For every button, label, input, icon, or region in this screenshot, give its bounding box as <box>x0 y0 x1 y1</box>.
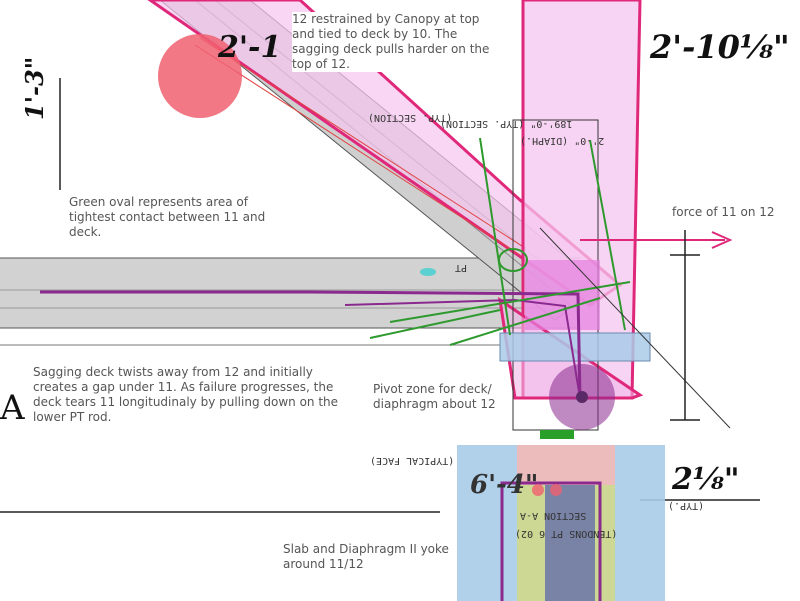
deck-twist-line <box>344 298 581 399</box>
reference-line <box>539 227 731 429</box>
note-pivot-zone: Pivot zone for deck/ diaphragm about 12 <box>373 382 503 412</box>
bearing-band <box>499 332 651 362</box>
note-canopy-restraint: 12 restrained by Canopy at top and tied … <box>292 12 497 72</box>
diaphragm-yoke-outline <box>500 481 602 601</box>
note-force: force of 11 on 12 <box>672 205 775 219</box>
yoke-dot-left <box>532 484 544 496</box>
label-section-aa: SECTION A-A <box>520 510 587 521</box>
dim-top-left: 2'-1 <box>218 30 282 65</box>
cyan-marker <box>420 268 436 276</box>
force-arrow-head <box>711 231 733 249</box>
label-typical-face: (TYPICAL FACE) <box>370 455 455 466</box>
dim-letter-a: A <box>0 388 25 428</box>
red-contact-dot <box>158 34 242 118</box>
label-typ-section-2: 189'-0" (TYP. SECTION) <box>440 118 573 129</box>
note-sagging-deck: Sagging deck twists away from 12 and ini… <box>33 365 345 425</box>
green-contact-oval <box>498 248 528 272</box>
note-slab-yoke: Slab and Diaphragm II yoke around 11/12 <box>283 542 449 571</box>
green-base-plate <box>540 430 574 439</box>
dim-bottom-mid: 6'-4" <box>470 470 539 500</box>
note-green-oval: Green oval represents area of tightest c… <box>63 192 293 243</box>
label-typ: (TYP.) <box>668 500 705 511</box>
yoke-dot-right <box>550 484 562 496</box>
dim-top-right: 2'-10⅛" <box>650 28 790 66</box>
slab-yoke-pink <box>517 445 615 485</box>
deck-sag-line <box>40 290 582 401</box>
slab-yoke-core <box>545 485 595 601</box>
green-lines <box>369 137 631 346</box>
label-pt: PT <box>455 262 468 273</box>
pivot-point <box>576 391 588 403</box>
pt-rod-line <box>194 44 521 256</box>
dim-bottom-right: 2⅛" <box>672 462 740 497</box>
pt-rod-line <box>199 37 526 249</box>
label-diaph: 2'-0" (DIAPH.) <box>520 135 605 146</box>
label-tendons: (TENDONS PT 6 02) <box>515 528 618 539</box>
dim-left-vertical: 1'-3" <box>20 56 49 120</box>
